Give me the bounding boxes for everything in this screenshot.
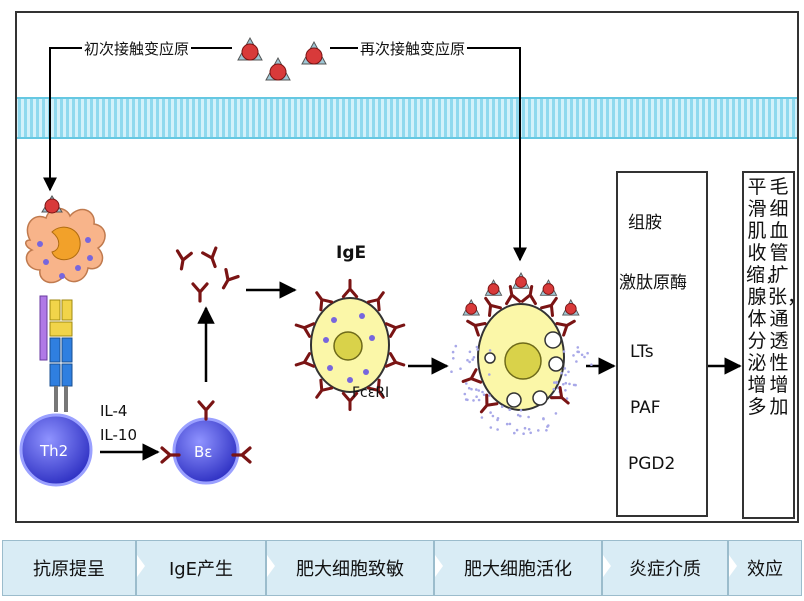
ige-antibody-icon bbox=[549, 385, 570, 405]
ige-antibody-icon bbox=[231, 446, 252, 464]
antigen-icon bbox=[462, 298, 481, 316]
th2-label: Th2 bbox=[40, 442, 69, 460]
antigen-icon bbox=[512, 272, 530, 289]
step-separator-arrow-icon bbox=[435, 555, 443, 577]
mast-cell-granules bbox=[323, 313, 375, 383]
first-contact-label: 初次接触变应原 bbox=[82, 38, 192, 59]
step-effect: 效应 bbox=[728, 540, 802, 596]
mediators-box bbox=[616, 171, 708, 517]
ige-antibody-icon bbox=[294, 352, 316, 368]
step-inflammatory-mediators: 炎症介质 bbox=[602, 540, 728, 596]
ige-antibody-icon bbox=[160, 446, 181, 464]
il4-label: IL-4 bbox=[100, 402, 128, 420]
ige-antibody-icon bbox=[294, 322, 316, 338]
effect-vascular: 毛细血管扩张，通透性增加 bbox=[768, 176, 804, 418]
step-antigen-presentation: 抗原提呈 bbox=[2, 540, 136, 596]
ige-antibody-icon bbox=[201, 246, 218, 269]
ige-antibody-icon bbox=[384, 352, 406, 368]
ige-antibody-icon bbox=[384, 322, 406, 338]
antigen-icon bbox=[539, 279, 558, 296]
second-contact-label: 再次接触变应原 bbox=[358, 38, 468, 59]
activated-mast-cell bbox=[477, 303, 565, 411]
ige-antibody-icon bbox=[555, 319, 576, 337]
ige-antibody-icon bbox=[315, 291, 334, 312]
outer-frame bbox=[15, 11, 799, 523]
effects-box bbox=[742, 171, 795, 519]
ige-antibody-icon bbox=[466, 319, 487, 337]
mast-cell-bound-ige bbox=[294, 278, 406, 412]
mediator-paf: PAF bbox=[630, 398, 661, 418]
ige-antibody-icon bbox=[461, 368, 483, 384]
ige-antibody-icon bbox=[315, 378, 334, 399]
ige-antibody-icon bbox=[175, 249, 193, 271]
mediator-lts: LTs bbox=[630, 342, 654, 362]
mediator-histamine: 组胺 bbox=[628, 213, 662, 233]
step-separator-arrow-icon bbox=[137, 555, 145, 577]
effect-smooth-muscle: 平滑肌收缩，腺体分泌增多 bbox=[746, 176, 785, 418]
antigen-icon bbox=[265, 56, 291, 81]
cell-membrane bbox=[17, 97, 797, 139]
b-cell-antibodies bbox=[160, 400, 252, 464]
ige-antibody-icon bbox=[484, 296, 502, 317]
step-mast-cell-activation: 肥大细胞活化 bbox=[434, 540, 602, 596]
mediator-kininogenase: 激肽原酶 bbox=[619, 273, 687, 293]
th2-cell bbox=[19, 413, 93, 487]
ige-antibody-icon bbox=[479, 393, 499, 414]
antigen-icon bbox=[484, 279, 503, 296]
ige-antibody-icon bbox=[540, 296, 558, 317]
ige-antibody-icon bbox=[505, 285, 522, 306]
b-cell-label: Bε bbox=[194, 443, 213, 461]
second-contact-arrow bbox=[330, 47, 527, 262]
free-ige-antibodies bbox=[175, 246, 240, 303]
ige-antibody-icon bbox=[366, 378, 385, 399]
fc-receptor-label: FcεRⅠ bbox=[352, 385, 390, 401]
step-separator-arrow-icon bbox=[267, 555, 275, 577]
mediator-pgd2: PGD2 bbox=[628, 454, 676, 474]
ige-antibody-icon bbox=[341, 278, 359, 299]
step-ige-production: IgE产生 bbox=[136, 540, 266, 596]
ige-label: IgE bbox=[336, 243, 367, 263]
antigen-icon bbox=[237, 36, 263, 61]
antigen-icon bbox=[301, 40, 327, 65]
cross-linked-ige bbox=[461, 272, 580, 414]
antigen-presenting-cell bbox=[25, 195, 106, 284]
ige-antibody-icon bbox=[366, 291, 385, 312]
ige-antibody-icon bbox=[221, 267, 240, 290]
ige-antibody-icon bbox=[191, 282, 209, 303]
il10-label: IL-10 bbox=[100, 426, 138, 444]
antigen-icon bbox=[561, 298, 580, 316]
step-separator-arrow-icon bbox=[729, 555, 737, 577]
ige-antibody-icon bbox=[197, 400, 215, 421]
mhc-tcr-complex bbox=[39, 295, 73, 412]
ige-antibody-icon bbox=[520, 285, 537, 306]
step-separator-arrow-icon bbox=[603, 555, 611, 577]
ige-antibody-icon bbox=[341, 391, 359, 412]
step-mast-cell-sensitization: 肥大细胞致敏 bbox=[266, 540, 434, 596]
